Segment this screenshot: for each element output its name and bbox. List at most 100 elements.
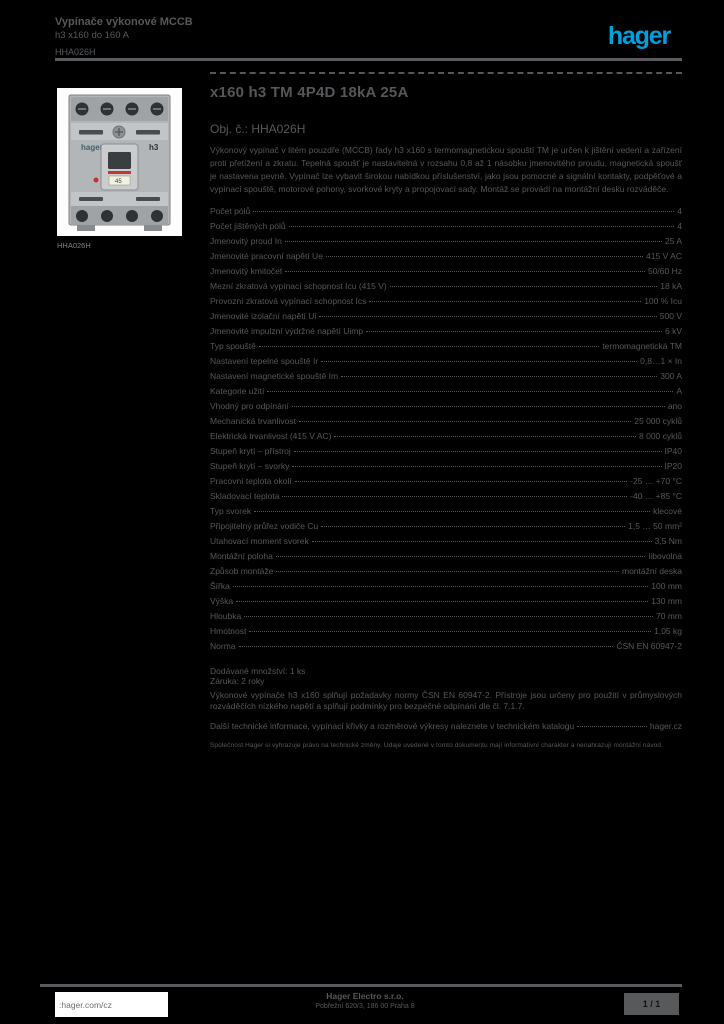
spec-value: termomagnetická TM xyxy=(602,341,682,351)
spec-label: Nastavení magnetické spouště Im xyxy=(210,371,339,381)
spec-value: 0,8…1 × In xyxy=(640,356,682,366)
spec-label: Způsob montáže xyxy=(210,566,274,576)
spec-row: Typ spouště termomagnetická TM xyxy=(210,341,682,356)
svg-text:h3: h3 xyxy=(149,143,159,152)
dot-leader xyxy=(267,391,674,392)
spec-row: Kategorie užití A xyxy=(210,386,682,401)
dot-leader xyxy=(321,526,626,527)
spec-row: Vhodný pro odpínání ano xyxy=(210,401,682,416)
spec-row: Stupeň krytí – svorky IP20 xyxy=(210,461,682,476)
footer-company: Hager Electro s.r.o. xyxy=(326,991,404,1001)
dot-leader xyxy=(292,466,662,467)
footer-website-link[interactable]: :hager.com/cz xyxy=(59,999,112,1010)
spec-row: Jmenovitý kmitočet 50/60 Hz xyxy=(210,266,682,281)
spec-row: Mezní zkratová vypínací schopnost Icu (4… xyxy=(210,281,682,296)
catalog-link-value: hager.cz xyxy=(649,721,682,731)
spec-row: Hloubka 70 mm xyxy=(210,611,682,626)
spec-label: Jmenovitý proud In xyxy=(210,236,282,246)
spec-value: 4 xyxy=(677,206,682,216)
spec-label: Připojitelný průřez vodiče Cu xyxy=(210,521,319,531)
spec-value: 1,05 kg xyxy=(654,626,682,636)
header-category-line2: h3 x160 do 160 A xyxy=(55,29,129,41)
main-content: x160 h3 TM 4P4D 18kA 25A Obj. č.: HHA026… xyxy=(210,84,682,749)
spec-label: Jmenovitý kmitočet xyxy=(210,266,283,276)
product-title: x160 h3 TM 4P4D 18kA 25A xyxy=(210,84,409,101)
spec-value: 1,5 … 50 mm² xyxy=(628,521,682,531)
spec-label: Počet pólů xyxy=(210,206,251,216)
dot-leader xyxy=(389,286,658,287)
dot-leader xyxy=(311,541,652,542)
spec-label: Provozní zkratová vypínací schopnost Ics xyxy=(210,296,367,306)
spec-label: Šířka xyxy=(210,581,230,591)
spec-label: Montážní poloha xyxy=(210,551,273,561)
spec-label: Vhodný pro odpínání xyxy=(210,401,289,411)
spec-row: Jmenovité impulzní výdržné napětí Uimp 6… xyxy=(210,326,682,341)
spec-label: Nastavení tepelné spouště Ir xyxy=(210,356,319,366)
spec-row: Jmenovité pracovní napětí Ue 415 V AC xyxy=(210,251,682,266)
spec-label: Stupeň krytí – svorky xyxy=(210,461,290,471)
spec-row: Provozní zkratová vypínací schopnost Ics… xyxy=(210,296,682,311)
dot-leader xyxy=(366,331,662,332)
dot-leader xyxy=(254,511,651,512)
spec-value: -25 … +70 °C xyxy=(630,476,682,486)
spec-value: ČSN EN 60947-2 xyxy=(616,641,682,651)
spec-value: 25 000 cyklů xyxy=(634,416,682,426)
spec-row: Nastavení tepelné spouště Ir 0,8…1 × In xyxy=(210,356,682,371)
footer-address: Pobřežní 620/3, 186 00 Praha 8 xyxy=(315,1003,415,1010)
spec-row: Stupeň krytí – přístroj IP40 xyxy=(210,446,682,461)
svg-text:hager: hager xyxy=(81,143,103,152)
footer-address-block: Hager Electro s.r.o. Pobřežní 620/3, 186… xyxy=(290,991,440,1010)
spec-value: 100 mm xyxy=(651,581,682,591)
dot-leader xyxy=(294,481,628,482)
header-category-line1: Vypínače výkonové MCCB xyxy=(55,16,193,28)
dot-leader xyxy=(288,226,675,227)
spec-value: A xyxy=(676,386,682,396)
spec-row: Počet jištěných pólů 4 xyxy=(210,221,682,236)
spec-value: 300 A xyxy=(660,371,682,381)
spec-label: Výška xyxy=(210,596,234,606)
spec-row: Nastavení magnetické spouště Im 300 A xyxy=(210,371,682,386)
spec-label: Skladovací teplota xyxy=(210,491,280,501)
spec-row: Montážní poloha libovolná xyxy=(210,551,682,566)
dot-leader xyxy=(253,211,675,212)
header-reference-line: HHA026H xyxy=(55,46,96,57)
spec-value: 4 xyxy=(677,221,682,231)
spec-row: Šířka 100 mm xyxy=(210,581,682,596)
spec-label: Utahovací moment svorek xyxy=(210,536,309,546)
dot-leader xyxy=(369,301,642,302)
dot-leader xyxy=(244,616,654,617)
hager-logo: hager xyxy=(607,22,671,50)
spec-label: Norma xyxy=(210,641,236,651)
spec-row: Skladovací teplota -40 … +85 °C xyxy=(210,491,682,506)
dot-leader xyxy=(341,376,658,377)
spec-value: IP40 xyxy=(664,446,683,456)
spec-value: libovolná xyxy=(648,551,682,561)
spec-value: 8 000 cyklů xyxy=(639,431,682,441)
catalog-link-row: Další technické informace, vypínací křiv… xyxy=(210,721,682,734)
spec-label: Jmenovité impulzní výdržné napětí Uimp xyxy=(210,326,364,336)
dot-leader xyxy=(334,436,636,437)
dot-leader xyxy=(258,346,600,347)
spec-value: 415 V AC xyxy=(646,251,682,261)
spec-row: Jmenovitý proud In 25 A xyxy=(210,236,682,251)
spec-value: 6 kV xyxy=(664,326,682,336)
spec-row: Připojitelný průřez vodiče Cu 1,5 … 50 m… xyxy=(210,521,682,536)
spec-label: Počet jištěných pólů xyxy=(210,221,286,231)
spec-value: klecové xyxy=(653,506,682,516)
spec-label: Typ svorek xyxy=(210,506,252,516)
spec-value: 18 kA xyxy=(660,281,682,291)
spec-row: Počet pólů 4 xyxy=(210,206,682,221)
spec-row: Pracovní teplota okolí -25 … +70 °C xyxy=(210,476,682,491)
spec-row: Výška 130 mm xyxy=(210,596,682,611)
spec-row: Utahovací moment svorek 3,5 Nm xyxy=(210,536,682,551)
dot-leader xyxy=(249,631,652,632)
info-line-warranty: Záruka: 2 roky xyxy=(210,676,265,686)
info-block: Dodávané množství: 1 ks Záruka: 2 roky xyxy=(210,666,682,686)
spec-label: Jmenovité izolační napětí Ui xyxy=(210,311,317,321)
dot-leader xyxy=(282,496,628,497)
spec-label: Jmenovité pracovní napětí Ue xyxy=(210,251,323,261)
spec-label: Hloubka xyxy=(210,611,242,621)
header-divider xyxy=(55,58,682,61)
dot-leader xyxy=(577,726,647,727)
info-line-quantity: Dodávané množství: 1 ks xyxy=(210,666,306,676)
